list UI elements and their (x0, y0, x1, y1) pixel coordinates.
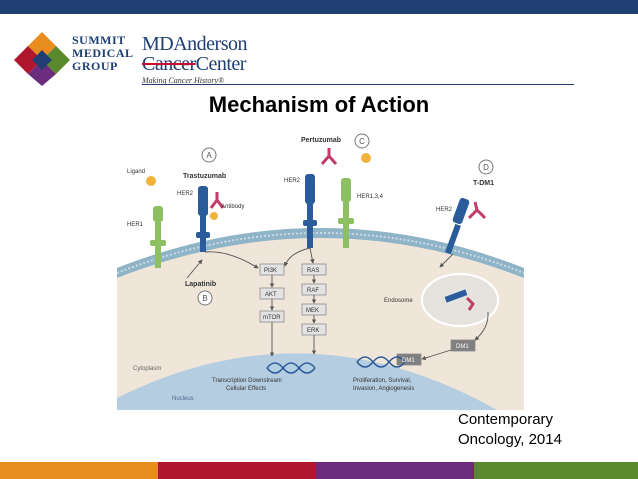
label-her2-d: HER2 (436, 207, 453, 213)
org2-subname: CancerCenter (142, 54, 247, 74)
slide-title: Mechanism of Action (208, 92, 430, 117)
mechanism-diagram: A B C D Ligand Trastuzumab HER2 Antibody… (117, 128, 524, 410)
org2-word-center: Center (195, 53, 247, 75)
dm1-box-a (450, 339, 476, 352)
nucleus-region (117, 353, 497, 410)
label-her2-a: HER2 (177, 191, 194, 197)
dna-icon-a (266, 362, 316, 374)
her2-receptor-d (445, 197, 470, 255)
summit-medical-group-logo (14, 32, 70, 86)
marker-a-text: A (206, 151, 212, 160)
her2-receptor-c (303, 174, 317, 248)
dm1-box-b (396, 353, 422, 366)
marker-a: A (201, 147, 217, 163)
citation: Contemporary Oncology, 2014 (458, 410, 562, 450)
her134-receptor (338, 178, 354, 248)
citation-line1: Contemporary (458, 411, 554, 428)
bottom-accent-bar (0, 462, 638, 479)
endosome-shape (421, 273, 499, 327)
bar-segment-green (474, 462, 638, 479)
ligand-icon (146, 176, 156, 186)
pathway-arrows (204, 247, 489, 361)
label-raf: RAF (307, 288, 319, 294)
label-her134: HER1,3,4 (357, 194, 384, 200)
dna-icon-b (356, 356, 406, 368)
label-mtor: mTOR (263, 315, 281, 321)
label-her1: HER1 (127, 222, 144, 228)
endosome-complex-icon (444, 289, 475, 311)
label-transcription-2: Cellular Effects (226, 386, 266, 392)
org1-line2: MEDICAL (72, 46, 134, 60)
marker-b-text: B (202, 294, 207, 303)
label-trastuzumab: Trastuzumab (183, 173, 226, 180)
label-dm1-b: DM1 (402, 358, 415, 364)
citation-line2: Oncology, 2014 (458, 431, 562, 448)
her2-receptor-a (196, 186, 210, 252)
marker-d-text: D (483, 163, 489, 172)
label-transcription-1: Transcription Downstream (212, 378, 282, 384)
bar-segment-red (158, 462, 316, 479)
label-ras: RAS (307, 268, 319, 274)
label-cytoplasm: Cytoplasm (133, 366, 161, 372)
top-accent-bar (0, 0, 638, 14)
label-ligand: Ligand (127, 169, 145, 175)
label-lapatinib: Lapatinib (185, 281, 216, 288)
antibody-icon (209, 192, 225, 209)
label-nucleus: Nucleus (172, 396, 194, 402)
label-mek: MEK (306, 308, 319, 314)
label-proliferation-2: Invasion, Angiogenesis (353, 386, 414, 392)
label-pertuzumab: Pertuzumab (301, 137, 341, 144)
org1-line1: SUMMIT (72, 33, 126, 47)
label-erk: ERK (307, 328, 319, 334)
org2-tagline: Making Cancer History® (142, 76, 225, 85)
label-endosome: Endosome (384, 298, 413, 304)
trastuzumab-ligand-icon (210, 212, 218, 220)
bar-segment-purple (316, 462, 474, 479)
pertuzumab-antibody-icon (320, 148, 338, 165)
tdm1-antibody-icon (467, 201, 487, 220)
org2-name: MDAnderson (142, 33, 248, 55)
header-divider (142, 84, 574, 85)
org2-word-cancer: Cancer (142, 53, 196, 75)
marker-b: B (197, 290, 213, 306)
label-antibody: Antibody (221, 204, 244, 210)
pertuzumab-ligand-icon (361, 153, 371, 163)
label-dm1-a: DM1 (456, 344, 469, 350)
marker-c: C (354, 133, 370, 149)
label-akt: AKT (265, 292, 277, 298)
cell-membrane (117, 228, 524, 278)
label-tdm1: T-DM1 (473, 180, 494, 187)
org1-line3: GROUP (72, 59, 118, 73)
marker-d: D (478, 159, 494, 175)
label-her2-c: HER2 (284, 178, 301, 184)
summit-medical-group-wordmark: SUMMIT MEDICAL GROUP (72, 34, 134, 73)
her1-receptor (150, 206, 166, 268)
label-proliferation-1: Proliferation, Survival, (353, 378, 412, 384)
marker-c-text: C (359, 137, 365, 146)
label-pi3k: PI3K (264, 268, 277, 274)
bar-segment-orange (0, 462, 158, 479)
md-anderson-logo: MDAnderson CancerCenter Making Cancer Hi… (142, 33, 248, 85)
